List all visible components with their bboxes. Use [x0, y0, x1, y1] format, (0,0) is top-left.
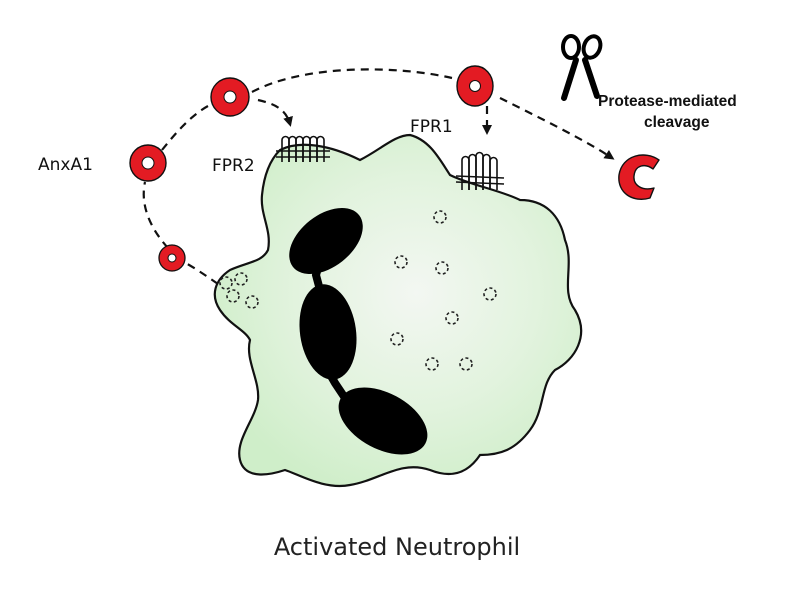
vesicle: [245, 295, 259, 309]
vesicle: [435, 261, 449, 275]
nucleus-lobe-middle: [299, 284, 357, 380]
annexin-pathway: [142, 68, 615, 285]
pathway-to-fpr2: [257, 98, 293, 127]
nucleus-lobe-bottom: [338, 387, 428, 455]
fpr2-label: FPR2: [212, 156, 255, 176]
pathway-small-to-left-anxa1: [142, 181, 169, 249]
anxa1-ring-small: [158, 244, 186, 272]
vesicle: [219, 276, 233, 290]
pathway-top-arc: [251, 68, 453, 93]
anxa1-ring-top: [210, 77, 250, 117]
anxa1-ring-right: [456, 65, 494, 107]
anxa1-ring-left: [129, 144, 167, 182]
fpr1-label: FPR1: [410, 117, 453, 137]
vesicle: [433, 210, 447, 224]
protease-label-line1: Protease-mediated: [598, 93, 737, 110]
nucleus-lobe-top: [289, 208, 363, 274]
pathway-to-cleavage: [499, 97, 615, 160]
protease-label-line2: cleavage: [644, 114, 710, 131]
anxa1-molecule-group: [129, 65, 660, 272]
vesicle: [459, 357, 473, 371]
fpr1-receptor: [455, 151, 505, 190]
vesicle-group: [219, 210, 497, 371]
vesicle: [394, 255, 408, 269]
vesicle: [425, 357, 439, 371]
fpr2-receptor: [276, 135, 330, 162]
vesicle: [483, 287, 497, 301]
vesicle: [226, 289, 240, 303]
scissors-icon: [561, 34, 603, 101]
vesicle: [234, 272, 248, 286]
pathway-left-to-top-anxa1: [161, 105, 209, 151]
cleaved-anxa1: [618, 154, 660, 200]
nucleus: [289, 208, 428, 455]
diagram-caption: Activated Neutrophil: [274, 533, 520, 561]
anxa1-label: AnxA1: [38, 155, 93, 175]
vesicle: [390, 332, 404, 346]
pathway-cell-to-small-anxa1: [179, 259, 219, 285]
vesicle: [445, 311, 459, 325]
